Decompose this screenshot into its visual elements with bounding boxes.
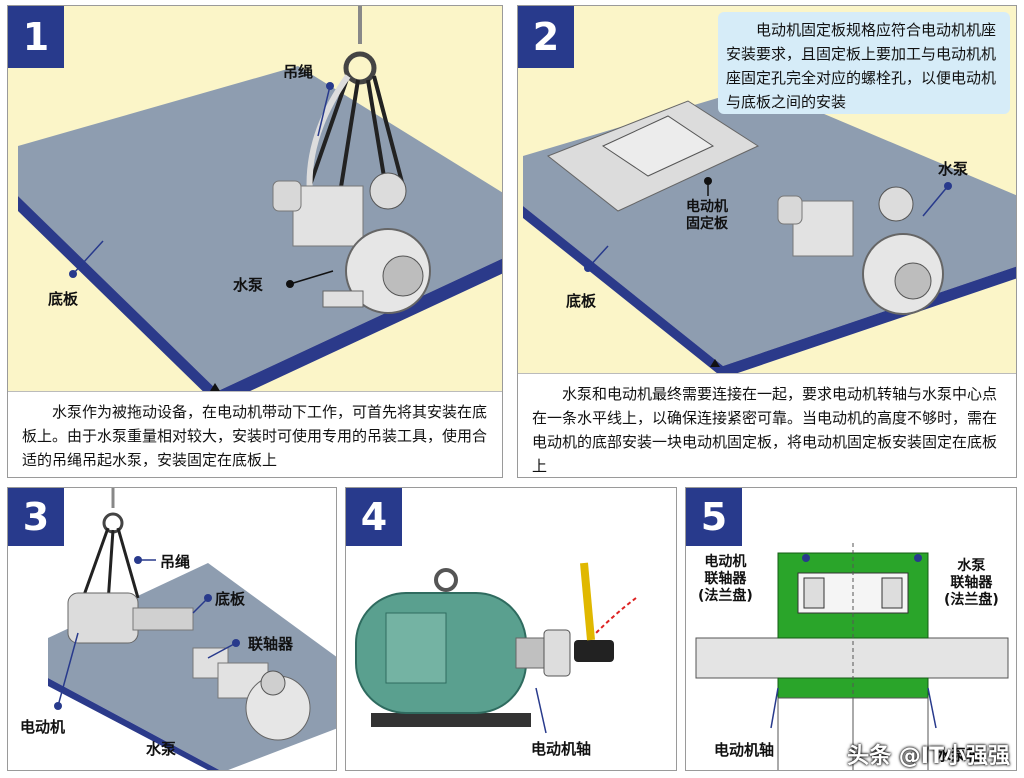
panel2-illustration (523, 86, 1016, 378)
panel-step-2: 2 电动机固定板规格应符合电动机机座安装要求，且固定板上要加工与电动机机座固定孔… (517, 5, 1017, 478)
panel3-illustration (48, 488, 336, 770)
step-number-badge: 2 (518, 6, 574, 68)
motor-dot (54, 702, 62, 710)
step1-description: 水泵作为被拖动设备，在电动机带动下工作，可首先将其安装在底板上。由于水泵重量相对… (8, 391, 502, 477)
pump-coupling-dot (914, 554, 922, 562)
label-rope: 吊绳 (283, 63, 314, 81)
motor-lifting-eye (434, 568, 458, 592)
label-baseplate: 底板 (566, 292, 597, 310)
shaft (695, 637, 1009, 679)
baseplate-side-edge (723, 266, 1016, 378)
pump-hub (852, 697, 929, 770)
hammer-handle (580, 562, 595, 641)
pump-leader (922, 185, 949, 217)
step2-description: 水泵和电动机最终需要连接在一起，要求电动机转轴与水泵中心点在一条水平线上，以确保… (518, 373, 1016, 477)
motor-leader (57, 632, 79, 707)
label-pump-coupling: 水泵 联轴器 (法兰盘) (944, 558, 999, 608)
motor-terminal-box (385, 612, 447, 684)
pump-inlet (272, 180, 302, 212)
panel4-illustration (355, 562, 637, 734)
shaft-leader (535, 687, 547, 734)
lifting-hook (343, 51, 377, 85)
panel-step-3: 3 吊绳 底板 联轴器 电动机 水泵 (7, 487, 337, 771)
label-motor-shaft: 电动机轴 (714, 741, 775, 759)
motor-hub (777, 697, 854, 770)
label-motor-shaft: 电动机轴 (531, 740, 592, 758)
baseplate-top (523, 86, 1016, 366)
panel-step-4: 4 电动机轴 (345, 487, 677, 771)
label-coupling: 联轴器 (248, 635, 294, 653)
pump-outlet-flange (382, 255, 424, 297)
rope-lines (306, 75, 405, 207)
baseplate-leader (192, 597, 209, 614)
shaft-leader (770, 687, 779, 729)
motor-plate-note: 电动机固定板规格应符合电动机机座安装要求，且固定板上要加工与电动机机座固定孔完全… (718, 12, 1010, 114)
label-pump: 水泵 (146, 740, 177, 758)
label-motor-coupling: 电动机 联轴器 (法兰盘) (698, 554, 753, 604)
label-pump: 水泵 (938, 160, 969, 178)
label-rope: 吊绳 (160, 553, 191, 571)
pointer-mark (210, 383, 220, 391)
baseplate-front-edge (18, 196, 218, 406)
label-pump-shaft: 水泵轴 (936, 746, 982, 764)
pump-top-flange (878, 186, 914, 222)
panel-step-5: 5 电动机 联轴器 (法兰盘) 水泵 联轴器 (法兰盘) 电动机轴 水泵轴 (685, 487, 1017, 771)
pump-inlet (777, 195, 803, 225)
motor-shaft (515, 637, 547, 669)
rope-leader (317, 85, 331, 137)
pump-body (292, 185, 364, 247)
hammer-head (574, 640, 614, 662)
baseplate-edge (48, 678, 220, 770)
pump-outlet-flange (894, 262, 932, 300)
motor-body (67, 592, 139, 644)
pump-flange (260, 670, 286, 696)
baseplate-front-edge (523, 206, 723, 378)
pump-top-flange (369, 172, 407, 210)
step-number-badge: 5 (686, 488, 742, 546)
rope-lines (81, 527, 140, 604)
label-pump: 水泵 (233, 276, 264, 294)
motor-plate-block (601, 115, 715, 177)
baseplate-top (18, 66, 502, 391)
step-number-badge: 4 (346, 488, 402, 546)
panel5-illustration (695, 543, 1009, 770)
nut-left (803, 577, 825, 609)
pointer-mark (710, 359, 720, 367)
panel1-illustration (18, 6, 502, 406)
label-baseplate: 底板 (215, 590, 246, 608)
baseplate-leader (587, 245, 609, 269)
baseplate-leader (72, 240, 104, 275)
pump-shaft-leader (927, 687, 937, 729)
step-number-badge: 1 (8, 6, 64, 68)
label-motor-plate: 电动机 固定板 (686, 199, 728, 232)
pump-body (792, 200, 854, 257)
step-number-badge: 3 (8, 488, 64, 546)
label-motor: 电动机 (20, 718, 66, 736)
swing-arrow (595, 597, 637, 634)
nut-right (881, 577, 903, 609)
pump-leader (289, 270, 334, 285)
watermark: 头条 @IT小强强 (847, 744, 1010, 769)
pump-foot (322, 290, 364, 308)
motor-shaft-housing (132, 607, 194, 631)
coupling-leader (207, 642, 237, 659)
coupling-green-bottom (777, 677, 929, 699)
baseplate-side-edge (218, 258, 502, 406)
label-baseplate: 底板 (48, 290, 79, 308)
coupling-half (543, 629, 571, 677)
motor-coupling-dot (802, 554, 810, 562)
panel-step-1: 1 吊绳 水泵 底板 水泵作为被拖动设备，在电动机带动下工作，可首先将其安装在底… (7, 5, 503, 478)
motor-base (371, 713, 531, 727)
